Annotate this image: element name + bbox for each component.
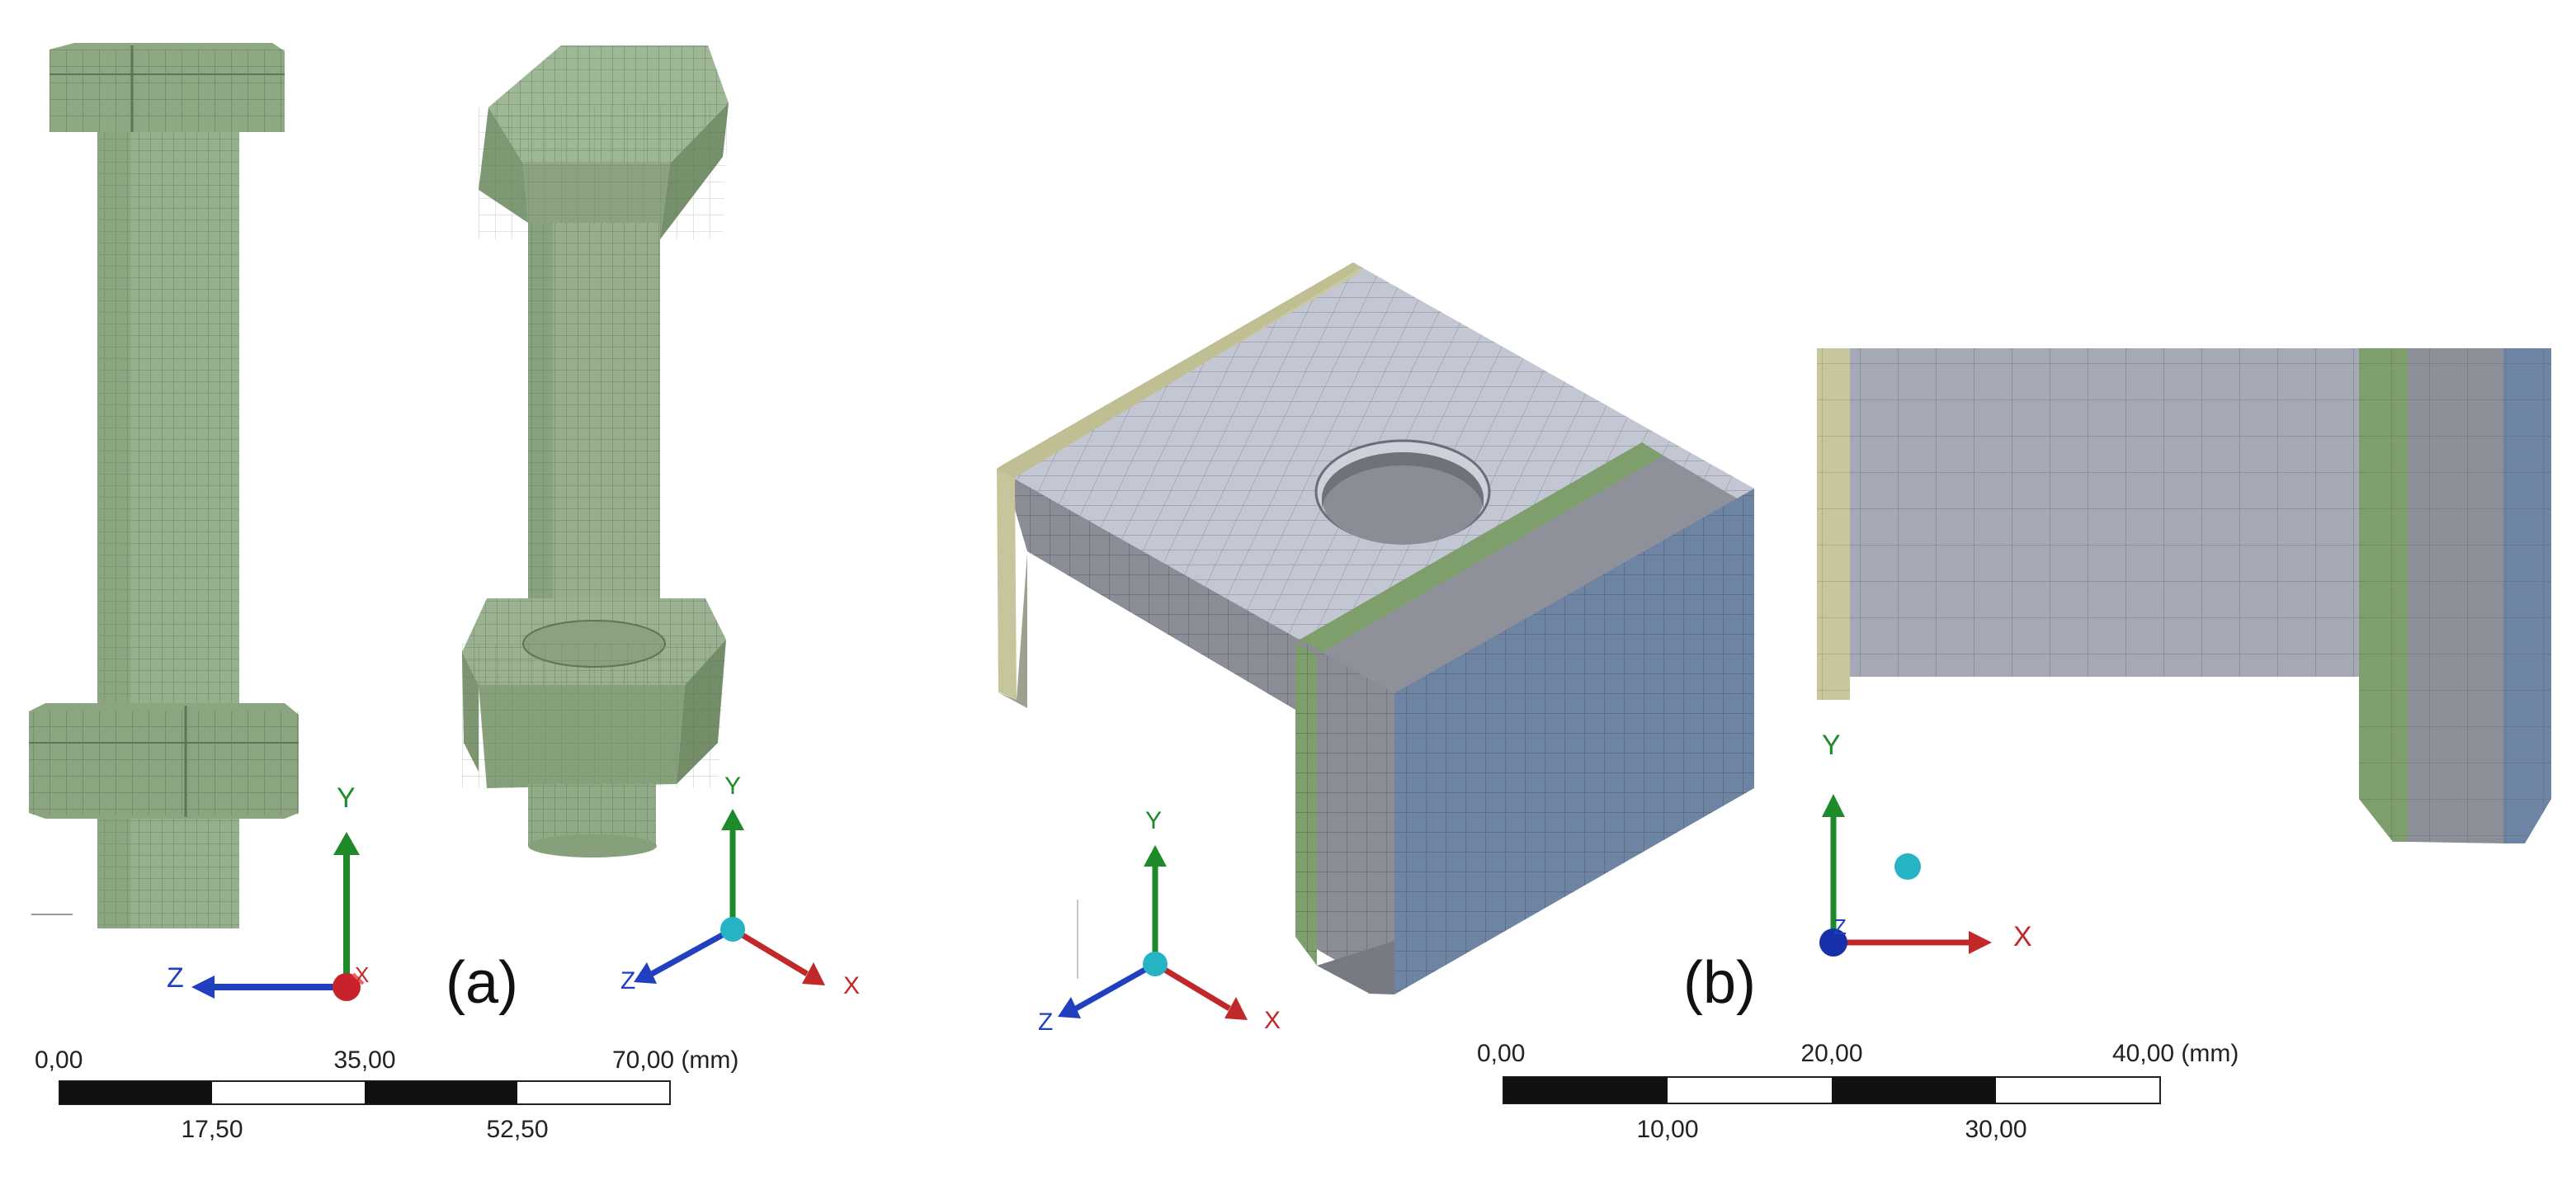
axis-label-y: Y [337, 782, 356, 814]
block-top-green-band [1295, 442, 1663, 655]
axis-label-x: X [843, 972, 861, 999]
scale-bar-a [59, 1080, 671, 1105]
scale-a-sub-0: 17,50 [181, 1116, 243, 1143]
clamp-block-isometric [997, 262, 1754, 994]
axis-label-z: Z [1038, 1009, 1054, 1036]
scale-bar-b [1503, 1076, 2161, 1104]
axis-label-z: Z [1833, 914, 1847, 939]
scale-b-tick-1: 20,00 [1800, 1040, 1863, 1067]
axis-label-x: X [2013, 921, 2032, 952]
bolt-isometric-view [462, 45, 729, 857]
axis-label-y: Y [1822, 730, 1841, 761]
scale-b-tick-0: 0,00 [1477, 1040, 1526, 1067]
bolt-front-view [29, 43, 299, 928]
axis-label-y: Y [724, 772, 742, 800]
block-front-beige-edge [997, 469, 1017, 700]
scale-a-tick-0: 0,00 [35, 1046, 83, 1074]
axis-label-z: Z [167, 962, 184, 994]
clamp-block-front-view [1817, 348, 2551, 843]
axis-triad-bolt-front [191, 832, 365, 1001]
panel-label-a: (a) [446, 950, 518, 1016]
axis-label-x: X [355, 962, 370, 987]
axis-label-y: Y [1145, 807, 1163, 834]
scale-a-sub-1: 52,50 [486, 1116, 549, 1143]
axis-triad-bolt-iso [634, 809, 825, 985]
axis-triad-block-front [1819, 794, 1992, 957]
scale-b-tick-2: 40,00 (mm) [2112, 1040, 2239, 1067]
scale-b-sub-1: 30,00 [1965, 1116, 2027, 1143]
scale-a-tick-1: 35,00 [333, 1046, 396, 1074]
panel-label-b: (b) [1683, 950, 1756, 1016]
scale-a-tick-2: 70,00 (mm) [612, 1046, 739, 1074]
axis-label-x: X [1264, 1007, 1281, 1034]
axis-triad-block-iso [1058, 845, 1248, 1020]
scale-b-sub-0: 10,00 [1636, 1116, 1699, 1143]
axis-label-z: Z [620, 967, 636, 994]
